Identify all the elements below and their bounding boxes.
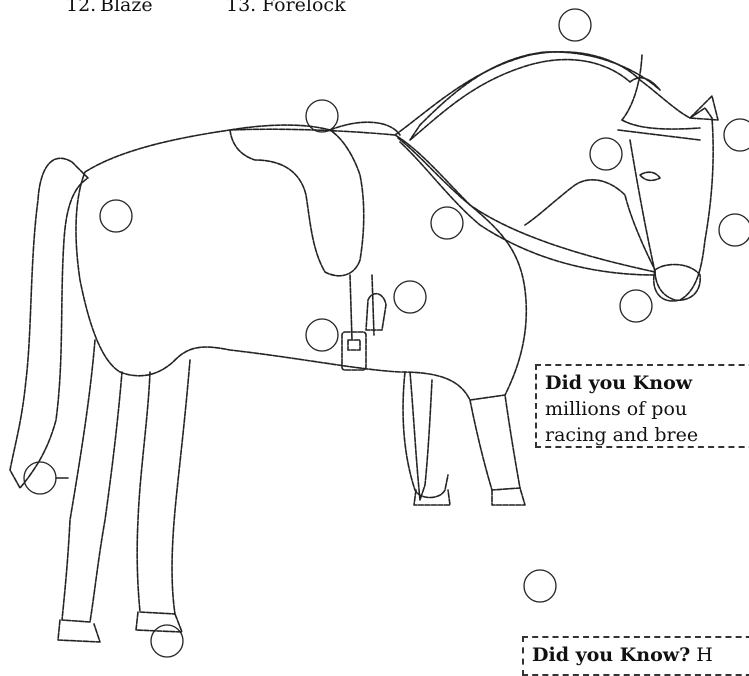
horse-eye	[640, 172, 660, 180]
did-you-know-box: Did you Know millions of pou racing and …	[535, 364, 749, 448]
label-circle	[24, 462, 56, 494]
label-circle	[306, 319, 338, 351]
label-circle	[724, 119, 749, 151]
horse-body	[76, 129, 526, 400]
label-circle	[590, 138, 622, 170]
callout-line: racing and bree	[545, 422, 749, 448]
saddle	[230, 122, 400, 370]
label-circle	[100, 200, 132, 232]
label-circle	[151, 625, 183, 657]
label-circle	[394, 281, 426, 313]
label-circle	[719, 214, 749, 246]
label-circles	[24, 9, 749, 657]
label-circle	[559, 9, 591, 41]
label-circle	[620, 290, 652, 322]
callout-heading: Did you Know	[545, 372, 692, 394]
label-circle	[306, 100, 338, 132]
callout-line: millions of pou	[545, 396, 749, 422]
bridle	[398, 55, 700, 275]
did-you-know-box-2: Did you Know? H	[522, 636, 749, 676]
horse-muzzle	[655, 265, 700, 301]
label-circle	[524, 570, 556, 602]
label-circle	[431, 207, 463, 239]
horse-legs	[58, 340, 525, 642]
